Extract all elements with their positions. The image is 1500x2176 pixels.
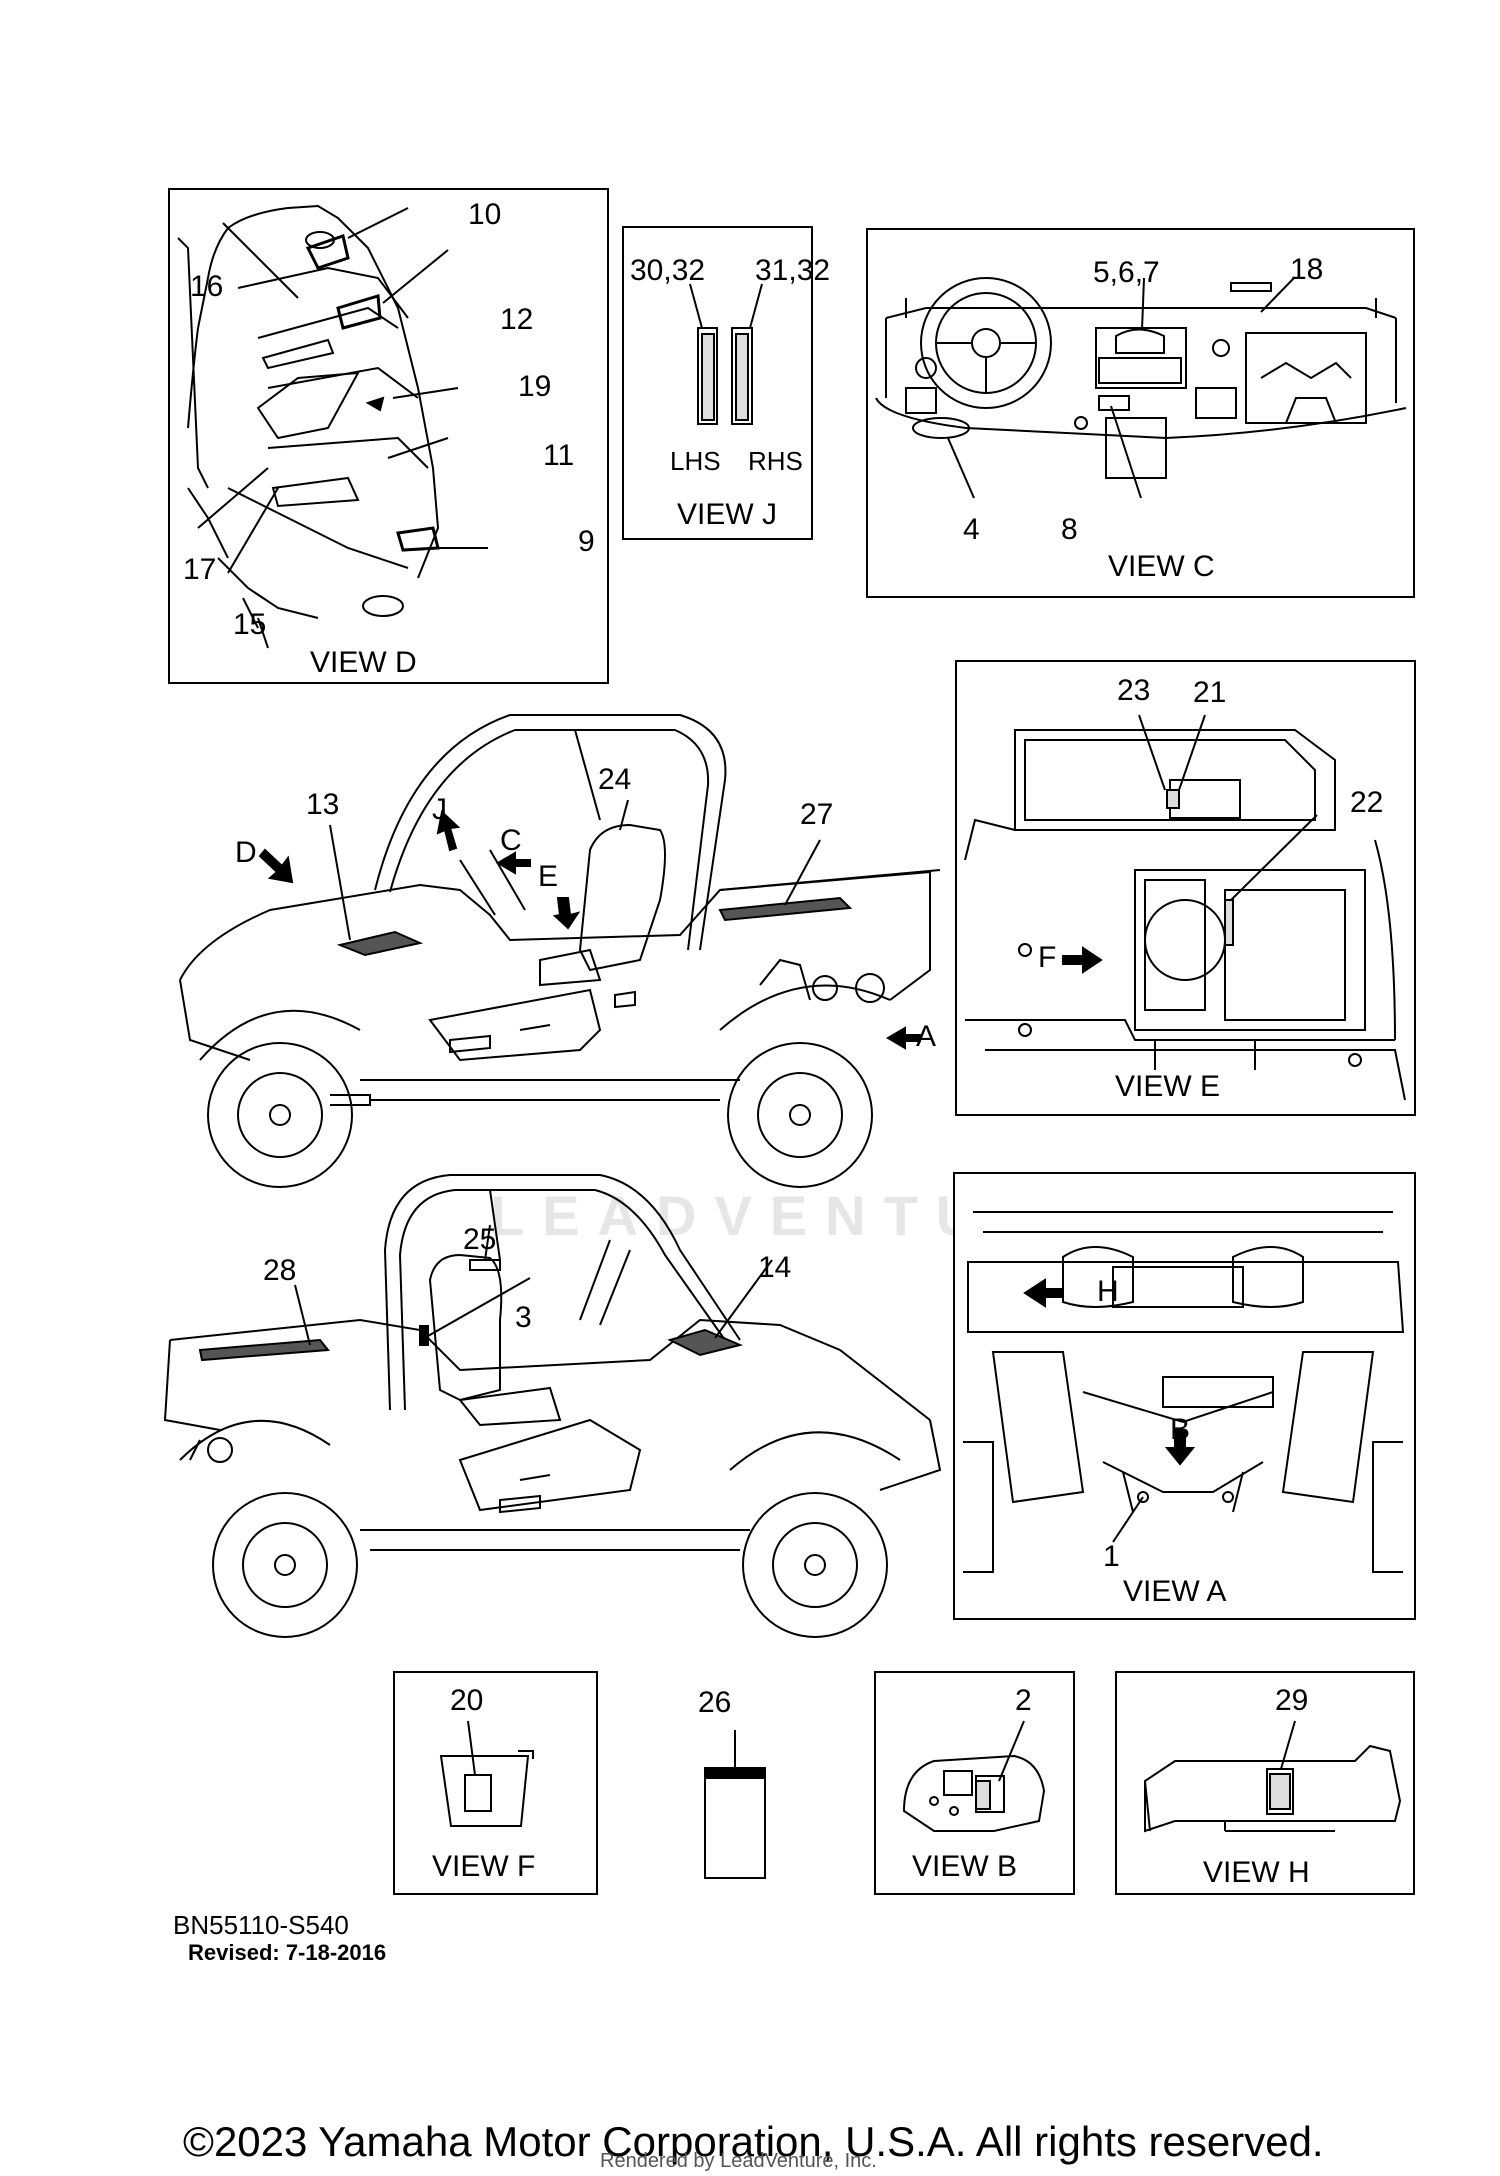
view-d-label-9: 9 bbox=[578, 525, 595, 558]
view-d-title: VIEW D bbox=[310, 646, 417, 679]
view-f-illustration bbox=[393, 1671, 598, 1895]
view-a-label-1: 1 bbox=[1103, 1540, 1120, 1573]
view-b-illustration bbox=[874, 1671, 1075, 1895]
view-c-label-5-6-7: 5,6,7 bbox=[1093, 256, 1160, 289]
vehicle-right-label-28: 28 bbox=[263, 1254, 297, 1287]
view-d-label-12: 12 bbox=[500, 303, 534, 336]
view-j-label-30-32: 30,32 bbox=[630, 254, 706, 287]
view-h-title: VIEW H bbox=[1203, 1856, 1310, 1889]
view-a-label-b: B bbox=[1170, 1413, 1191, 1446]
vehicle-left-side-illustration bbox=[160, 700, 940, 1210]
view-j-illustration bbox=[622, 226, 813, 540]
drawing-code: BN55110-S540 bbox=[173, 1910, 349, 1940]
view-f-label-20: 20 bbox=[450, 1684, 484, 1717]
view-d-box bbox=[168, 188, 609, 684]
view-j-title: VIEW J bbox=[677, 498, 778, 531]
vehicle-left-label-27: 27 bbox=[800, 798, 834, 831]
vehicle-right-side-illustration bbox=[160, 1160, 950, 1660]
view-f-title: VIEW F bbox=[432, 1850, 536, 1883]
view-e-label-21: 21 bbox=[1193, 676, 1227, 709]
view-e-label-f: F bbox=[1038, 941, 1057, 974]
view-c-title: VIEW C bbox=[1108, 550, 1215, 583]
view-d-illustration bbox=[168, 188, 609, 684]
view-c-label-18: 18 bbox=[1290, 253, 1324, 286]
vehicle-right-label-14: 14 bbox=[758, 1251, 792, 1284]
view-b-title: VIEW B bbox=[912, 1850, 1018, 1883]
view-c-label-8: 8 bbox=[1061, 513, 1078, 546]
view-j-label-lhs: LHS bbox=[670, 446, 721, 476]
view-c-label-4: 4 bbox=[963, 513, 980, 546]
rendered-by-note: Rendered by LeadVenture, Inc. bbox=[600, 2150, 877, 2172]
view-e-label-23: 23 bbox=[1117, 674, 1151, 707]
view-a-box bbox=[953, 1172, 1416, 1620]
vehicle-left-label-24: 24 bbox=[598, 763, 632, 796]
copyright-notice: ©2023 Yamaha Motor Corporation, U.S.A. A… bbox=[183, 2118, 1324, 2165]
view-f-box bbox=[393, 1671, 598, 1895]
view-h-label-29: 29 bbox=[1275, 1684, 1309, 1717]
view-c-box bbox=[866, 228, 1415, 598]
view-h-box bbox=[1115, 1671, 1415, 1895]
view-b-label-2: 2 bbox=[1015, 1684, 1032, 1717]
vehicle-left-label-a: A bbox=[916, 1020, 937, 1053]
vehicle-right-label-25: 25 bbox=[463, 1223, 497, 1256]
view-h-illustration bbox=[1115, 1671, 1415, 1895]
view-e-illustration bbox=[955, 660, 1416, 1116]
view-d-label-11: 11 bbox=[543, 439, 575, 472]
vehicle-left-label-13: 13 bbox=[306, 788, 340, 821]
view-d-label-17: 17 bbox=[183, 553, 217, 586]
view-j-label-31-32: 31,32 bbox=[755, 254, 831, 287]
view-e-label-22: 22 bbox=[1350, 786, 1384, 819]
vehicle-right-label-3: 3 bbox=[515, 1301, 532, 1334]
view-d-label-15: 15 bbox=[233, 608, 267, 641]
view-a-label-h: H bbox=[1097, 1275, 1119, 1308]
decal-26-illustration bbox=[700, 1720, 770, 1880]
view-d-label-19: 19 bbox=[518, 370, 552, 403]
view-j-label-rhs: RHS bbox=[748, 446, 803, 476]
view-d-label-10: 10 bbox=[468, 198, 502, 231]
view-c-illustration bbox=[866, 228, 1415, 598]
vehicle-left-label-d: D bbox=[235, 836, 257, 869]
vehicle-left-label-c: C bbox=[500, 824, 522, 857]
view-a-illustration bbox=[953, 1172, 1416, 1620]
view-e-title: VIEW E bbox=[1115, 1070, 1221, 1103]
revision-date: Revised: 7-18-2016 bbox=[188, 1940, 387, 1965]
vehicle-left-label-e: E bbox=[538, 860, 559, 893]
decal-label-26: 26 bbox=[698, 1686, 732, 1719]
vehicle-left-label-j: J bbox=[432, 793, 447, 826]
view-a-title: VIEW A bbox=[1123, 1575, 1227, 1608]
view-d-label-16: 16 bbox=[190, 270, 224, 303]
